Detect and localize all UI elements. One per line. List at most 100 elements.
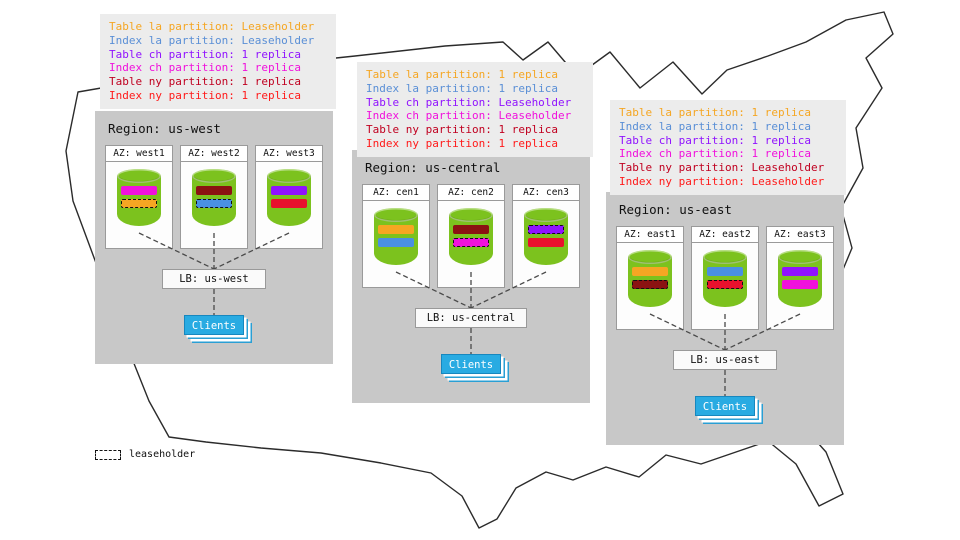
az-body xyxy=(513,208,579,294)
annotation-line: Table la partition: Leaseholder xyxy=(109,20,315,33)
database-cylinder-icon xyxy=(192,169,236,233)
load-balancer-box: LB: us-west xyxy=(162,269,266,289)
az-label: AZ: east3 xyxy=(767,227,833,243)
cylinder-top xyxy=(524,208,568,222)
cylinder-top xyxy=(628,250,672,264)
region-title: Region: us-east xyxy=(619,202,732,217)
partition-bar xyxy=(528,238,564,247)
az-label: AZ: cen1 xyxy=(363,185,429,201)
az-box: AZ: west2 xyxy=(180,145,248,249)
cylinder-top xyxy=(117,169,161,183)
database-cylinder-icon xyxy=(374,208,418,272)
region-panel-us-central: Region: us-central AZ: cen1 AZ: cen2 xyxy=(352,150,590,403)
cylinder-top xyxy=(374,208,418,222)
connector-lines xyxy=(138,232,290,315)
az-body xyxy=(692,250,758,336)
az-box: AZ: cen2 xyxy=(437,184,505,288)
partition-bar xyxy=(632,280,668,289)
annotation-line: Table ch partition: 1 replica xyxy=(619,133,812,147)
annotation-line: Table ny partition: 1 replica xyxy=(366,123,559,137)
partition-bar xyxy=(271,186,307,195)
annotation-line: Table ch partition: Leaseholder xyxy=(366,95,572,109)
annotation-line: Index ny partition: Leaseholder xyxy=(619,174,825,188)
cylinder-top xyxy=(449,208,493,222)
az-row: AZ: cen1 AZ: cen2 xyxy=(362,184,580,288)
az-row: AZ: west1 AZ: west2 xyxy=(105,145,323,249)
annotation-line: Index ny partition: 1 replica xyxy=(366,136,559,150)
az-body xyxy=(106,169,172,255)
cylinder-top xyxy=(778,250,822,264)
load-balancer-box: LB: us-east xyxy=(673,350,777,370)
clients-box: Clients xyxy=(441,354,501,374)
annotation-line: Index ny partition: 1 replica xyxy=(109,88,302,102)
az-label: AZ: west1 xyxy=(106,146,172,162)
annotation-box-us-east: Table la partition: 1 replica Index la p… xyxy=(610,100,846,195)
az-label: AZ: west3 xyxy=(256,146,322,162)
annotation-line: Table la partition: 1 replica xyxy=(619,106,812,119)
az-label: AZ: west2 xyxy=(181,146,247,162)
az-label: AZ: east2 xyxy=(692,227,758,243)
partition-bar xyxy=(453,238,489,247)
az-box: AZ: west1 xyxy=(105,145,173,249)
partition-bar xyxy=(196,199,232,208)
region-panel-us-east: Region: us-east AZ: east1 AZ: east2 xyxy=(606,192,844,445)
load-balancer-box: LB: us-central xyxy=(415,308,527,328)
az-label: AZ: cen2 xyxy=(438,185,504,201)
az-label: AZ: cen3 xyxy=(513,185,579,201)
annotation-line: Index ch partition: 1 replica xyxy=(619,147,812,161)
annotation-line: Table la partition: 1 replica xyxy=(366,68,559,81)
annotation-line: Index la partition: Leaseholder xyxy=(109,33,315,47)
annotation-line: Table ch partition: 1 replica xyxy=(109,47,302,61)
database-cylinder-icon xyxy=(703,250,747,314)
partition-bar xyxy=(528,225,564,234)
database-cylinder-icon xyxy=(117,169,161,233)
az-body xyxy=(256,169,322,255)
cylinder-top xyxy=(267,169,311,183)
az-box: AZ: east2 xyxy=(691,226,759,330)
region-title: Region: us-west xyxy=(108,121,221,136)
clients-box: Clients xyxy=(695,396,755,416)
annotation-line: Index la partition: 1 replica xyxy=(366,81,559,95)
database-cylinder-icon xyxy=(267,169,311,233)
leaseholder-label: leaseholder xyxy=(129,449,196,460)
az-box: AZ: cen3 xyxy=(512,184,580,288)
leaseholder-legend: leaseholder xyxy=(95,449,195,460)
partition-bar xyxy=(453,225,489,234)
az-box: AZ: east3 xyxy=(766,226,834,330)
partition-bar xyxy=(121,199,157,208)
partition-bar xyxy=(707,267,743,276)
region-title: Region: us-central xyxy=(365,160,501,175)
leaseholder-swatch-icon xyxy=(95,449,121,460)
annotation-box-us-central: Table la partition: 1 replica Index la p… xyxy=(357,62,593,157)
partition-bar xyxy=(121,186,157,195)
database-cylinder-icon xyxy=(778,250,822,314)
region-panel-us-west: Region: us-west AZ: west1 AZ: west2 xyxy=(95,111,333,364)
annotation-line: Index ch partition: Leaseholder xyxy=(366,109,572,123)
annotation-line: Table ny partition: 1 replica xyxy=(109,75,302,89)
partition-bar xyxy=(782,280,818,289)
annotation-box-us-west: Table la partition: Leaseholder Index la… xyxy=(100,14,336,109)
az-body xyxy=(181,169,247,255)
cylinder-top xyxy=(703,250,747,264)
clients-box: Clients xyxy=(184,315,244,335)
database-cylinder-icon xyxy=(628,250,672,314)
database-cylinder-icon xyxy=(449,208,493,272)
partition-bar xyxy=(782,267,818,276)
annotation-line: Table ny partition: Leaseholder xyxy=(619,161,825,175)
partition-bar xyxy=(632,267,668,276)
partition-bar xyxy=(271,199,307,208)
connector-lines xyxy=(649,313,801,396)
database-cylinder-icon xyxy=(524,208,568,272)
annotation-line: Index ch partition: 1 replica xyxy=(109,61,302,75)
az-body xyxy=(617,250,683,336)
partition-bar xyxy=(378,225,414,234)
cylinder-top xyxy=(192,169,236,183)
az-box: AZ: cen1 xyxy=(362,184,430,288)
partition-bar xyxy=(707,280,743,289)
annotation-line: Index la partition: 1 replica xyxy=(619,119,812,133)
connector-lines xyxy=(395,271,547,354)
partition-bar xyxy=(196,186,232,195)
partition-bar xyxy=(378,238,414,247)
az-row: AZ: east1 AZ: east2 xyxy=(616,226,834,330)
az-body xyxy=(767,250,833,336)
